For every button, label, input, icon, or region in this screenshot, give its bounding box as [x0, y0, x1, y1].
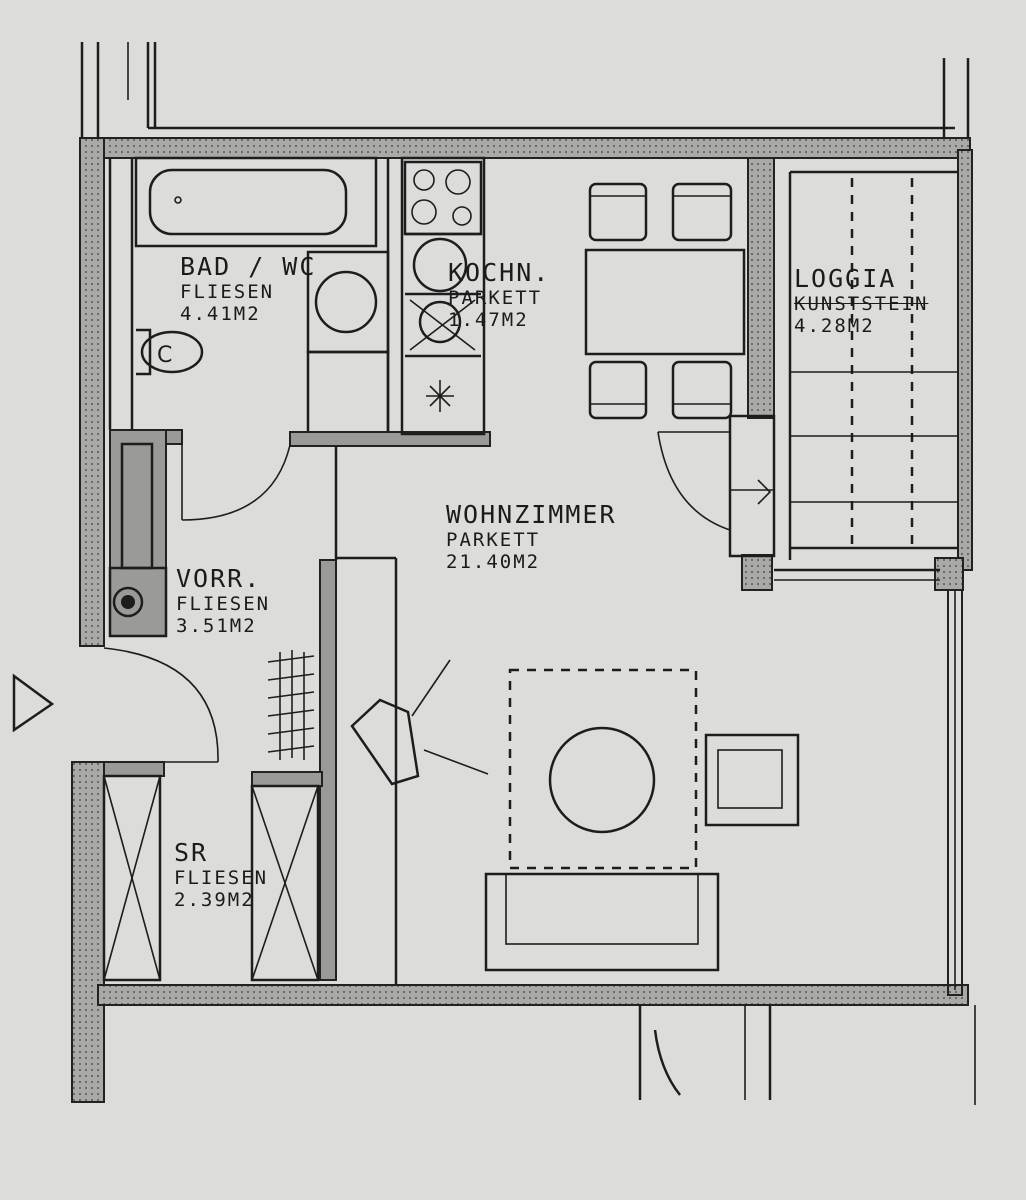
room-name: SR: [174, 838, 209, 867]
room-name: BAD / WC: [180, 252, 317, 281]
room-label-bad: BAD / WC FLIESEN 4.41M2: [180, 252, 316, 325]
kitchen-fixtures: [400, 156, 486, 436]
svg-text:C: C: [157, 343, 172, 368]
wall-corner-pier: [934, 557, 964, 591]
wall-bottom: [97, 984, 969, 1006]
exterior-lines: [80, 42, 976, 1105]
wall-loggia-divider: [747, 157, 775, 419]
loggia-area: [657, 170, 958, 581]
loggia-door-swing: [657, 431, 731, 531]
room-floor: FLIESEN: [174, 867, 269, 889]
wall-top: [97, 137, 971, 159]
room-name: WOHNZIMMER: [446, 500, 617, 529]
entrance-triangle-icon: [12, 673, 55, 733]
storage-cabinet-left: [102, 774, 162, 982]
room-area: 2.39M2: [174, 889, 255, 911]
rug: [508, 668, 698, 870]
bathtub: [134, 156, 378, 248]
floor-lamp: [350, 659, 489, 786]
outer-walls: [71, 137, 973, 1103]
wall-left-upper: [79, 137, 105, 647]
meter-box: [108, 566, 168, 638]
coat-rack: [267, 650, 315, 760]
room-area: 3.51M2: [176, 615, 257, 637]
toilet: [140, 330, 204, 374]
bath-door-swing: [181, 444, 291, 521]
room-label-vorr: VORR. FLIESEN 3.51M2: [176, 564, 270, 637]
hallway: [102, 429, 398, 985]
coffee-table: [548, 726, 656, 834]
room-label-sr: SR FLIESEN 2.39M2: [174, 838, 268, 911]
wall-left-lower: [71, 761, 105, 1103]
living-furniture: [350, 659, 800, 972]
room-area: 1.47M2: [448, 309, 529, 331]
room-area: 21.40M2: [446, 551, 541, 573]
room-floor: PARKETT: [448, 287, 543, 309]
room-name: LOGGIA: [794, 264, 897, 293]
dining-table: [584, 248, 746, 356]
room-floor: KUNSTSTEIN: [794, 293, 929, 315]
room-label-kochn: KOCHN. PARKETT 1.47M2: [448, 258, 550, 331]
star-icon: [426, 380, 454, 412]
storage-cabinet-right: [250, 784, 320, 982]
sofa: [484, 872, 720, 972]
room-name: VORR.: [176, 564, 262, 593]
room-label-loggia: LOGGIA KUNSTSTEIN 4.28M2: [794, 264, 928, 337]
armchair: [704, 733, 800, 827]
wall-right-loggia: [957, 149, 973, 571]
room-floor: PARKETT: [446, 529, 541, 551]
room-floor: FLIESEN: [180, 281, 275, 303]
wall-loggia-pier: [741, 554, 773, 591]
room-area: 4.41M2: [180, 303, 261, 325]
room-area: 4.28M2: [794, 315, 875, 337]
room-label-wohnzimmer: WOHNZIMMER PARKETT 21.40M2: [446, 500, 617, 573]
entrance-door-swing: [103, 647, 219, 763]
dining-set: [584, 182, 746, 420]
room-name: KOCHN.: [448, 258, 551, 287]
room-floor: FLIESEN: [176, 593, 271, 615]
kitchen-sink: [412, 237, 468, 293]
